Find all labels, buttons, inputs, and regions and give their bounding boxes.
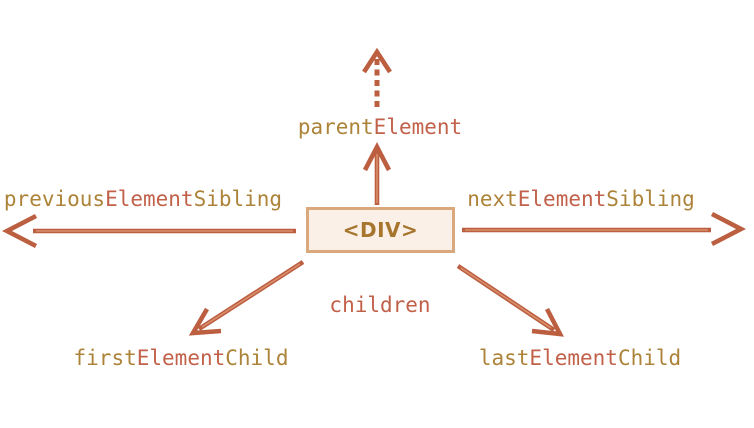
previous-element-sibling-label: previousElementSibling <box>4 187 282 212</box>
label-segment: Element <box>105 187 194 211</box>
label-segment: Child <box>225 346 289 370</box>
next-element-sibling-arrow-icon <box>462 211 747 247</box>
arrowhead-icon <box>362 142 392 172</box>
label-segment: Element <box>136 346 226 370</box>
arrowhead-icon <box>1 213 38 249</box>
last-element-child-label: lastElementChild <box>479 346 681 371</box>
arrowhead-icon <box>531 307 565 337</box>
children-label: children <box>329 293 430 318</box>
label-segment: previous <box>3 187 106 211</box>
first-element-child-label: firstElementChild <box>74 346 289 371</box>
label-segment: first <box>73 346 137 370</box>
arrowhead-icon <box>710 211 747 247</box>
arrowhead-icon <box>188 307 222 336</box>
label-segment: parent <box>297 115 374 139</box>
label-segment: Child <box>617 346 682 370</box>
parent-dashed-arrow-icon <box>362 47 392 107</box>
label-segment: next <box>467 187 518 211</box>
label-segment: Element <box>529 346 618 370</box>
label-segment: children <box>329 293 431 317</box>
div-node-label: <DIV> <box>342 218 419 242</box>
arrowhead-icon <box>362 47 392 74</box>
label-segment: last <box>478 346 530 370</box>
div-node: <DIV> <box>306 207 455 253</box>
parent-element-label: parentElement <box>298 115 462 140</box>
first-element-child-arrow-icon <box>188 260 305 336</box>
label-segment: Sibling <box>606 187 695 211</box>
arrow-shaft-highlight <box>460 267 552 329</box>
label-segment: Element <box>373 115 463 139</box>
label-segment: Sibling <box>193 187 283 211</box>
previous-element-sibling-arrow-icon <box>1 213 296 249</box>
next-element-sibling-label: nextElementSibling <box>467 187 695 212</box>
label-segment: Element <box>517 187 607 211</box>
parent-element-arrow-icon <box>362 142 392 205</box>
last-element-child-arrow-icon <box>456 264 565 337</box>
arrow-shaft-highlight <box>201 263 301 328</box>
